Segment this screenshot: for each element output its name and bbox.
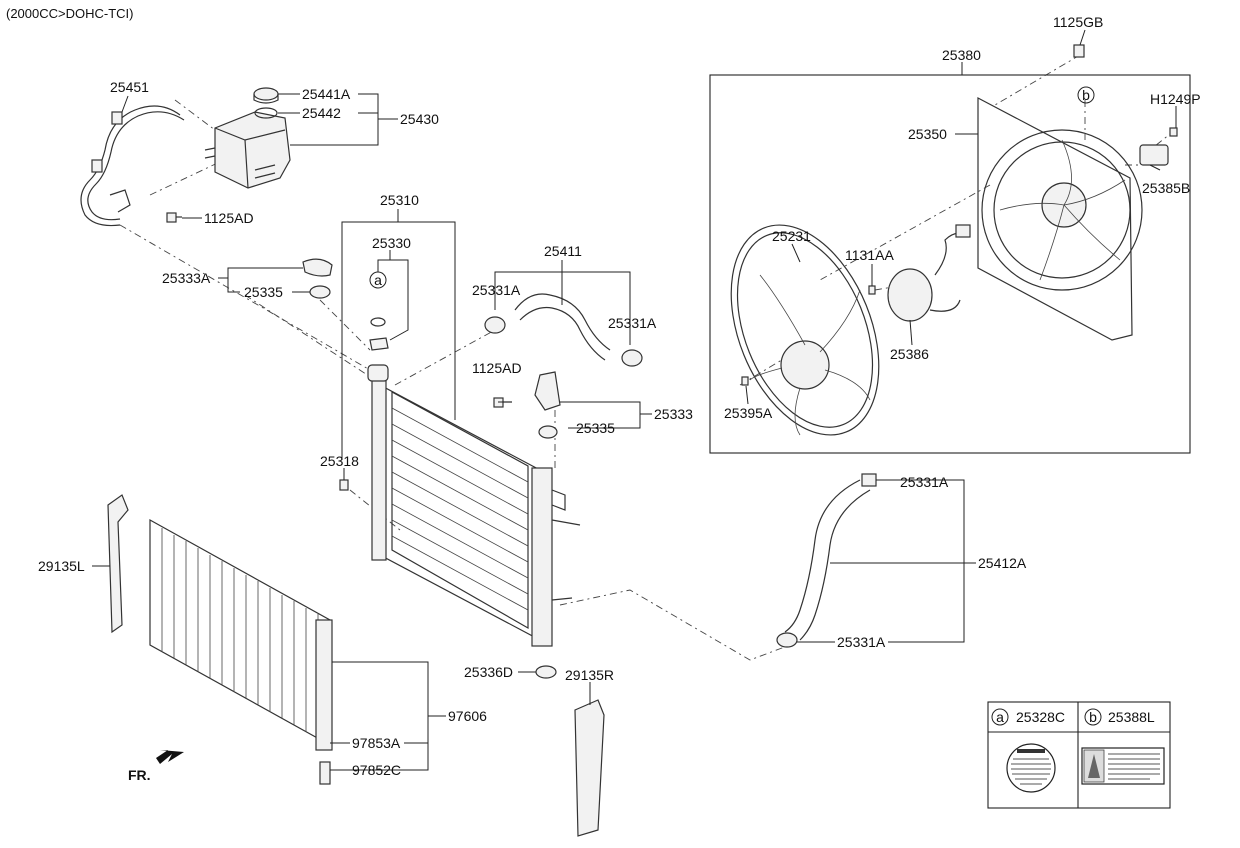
- part-label-1125AD-mid: 1125AD: [472, 360, 522, 376]
- part-label-1131AA: 1131AA: [845, 247, 894, 263]
- callout-a-marker: a: [369, 271, 387, 289]
- part-label-25333: 25333: [654, 406, 693, 422]
- part-label-97606: 97606: [448, 708, 487, 724]
- part-label-97852C: 97852C: [352, 762, 401, 778]
- lower-insulator: [535, 665, 557, 679]
- reservoir-tank: [204, 111, 291, 189]
- part-label-25335-left: 25335: [244, 284, 283, 300]
- part-label-25430: 25430: [400, 111, 439, 127]
- callout-b-marker: b: [1077, 86, 1095, 104]
- radiator-cap-small: [369, 337, 389, 351]
- cooling-fan: [730, 224, 880, 436]
- part-label-25442: 25442: [302, 105, 341, 121]
- svg-text:b: b: [1082, 87, 1090, 103]
- upper-hose: [484, 293, 643, 367]
- part-label-29135L: 29135L: [38, 558, 85, 574]
- legend-b-marker: b: [1089, 709, 1097, 725]
- part-label-25318: 25318: [320, 453, 359, 469]
- mount-bracket-right: [493, 371, 561, 439]
- legend-box: a 25328C b 25388L: [987, 701, 1171, 809]
- part-label-25395A: 25395A: [724, 405, 773, 421]
- part-label-25331A-3: 25331A: [900, 474, 949, 490]
- fan-assembly-box: [709, 74, 1191, 454]
- part-label-25231: 25231: [772, 228, 811, 244]
- fan-motor: [887, 224, 971, 322]
- legend-a-marker: a: [996, 709, 1004, 725]
- legend-b-part: 25388L: [1108, 709, 1155, 725]
- resistor-connector: [1139, 127, 1178, 166]
- leader-lines: [92, 29, 1177, 771]
- part-label-25380: 25380: [942, 47, 981, 63]
- part-label-25336D: 25336D: [464, 664, 513, 680]
- orientation-indicator: FR.: [128, 750, 184, 783]
- part-label-25331A-4: 25331A: [837, 634, 886, 650]
- air-guard-right: [574, 699, 605, 837]
- lower-hose: [776, 473, 877, 648]
- reservoir-cap: [253, 87, 279, 104]
- overflow-hose: [80, 105, 185, 227]
- engine-caption: (2000CC>DOHC-TCI): [6, 6, 134, 21]
- condenser: [149, 518, 333, 785]
- round-caution-label-icon: [1006, 743, 1056, 793]
- screw-25395A: [741, 376, 749, 386]
- radiator-cap-seal: [370, 317, 386, 327]
- part-label-25310: 25310: [380, 192, 419, 208]
- part-label-25331A-1: 25331A: [472, 282, 521, 298]
- fan-shroud: [977, 97, 1143, 341]
- fr-label: FR.: [128, 767, 151, 783]
- part-label-25385B: 25385B: [1142, 180, 1190, 196]
- screw-1131AA: [868, 285, 876, 295]
- drain-plug: [339, 479, 349, 491]
- legend-a-part: 25328C: [1016, 709, 1065, 725]
- arrow-left-down-icon: [156, 750, 184, 764]
- part-label-25411: 25411: [544, 243, 582, 259]
- radiator: [367, 364, 581, 647]
- bolt-top: [166, 212, 182, 223]
- part-label-97853A: 97853A: [352, 735, 401, 751]
- air-guard-left: [107, 494, 129, 634]
- part-label-25451: 25451: [110, 79, 149, 95]
- part-label-25386: 25386: [890, 346, 929, 362]
- part-label-25333A: 25333A: [162, 270, 211, 286]
- part-label-1125GB: 1125GB: [1053, 14, 1103, 30]
- part-label-25441A: 25441A: [302, 86, 351, 102]
- part-label-1125AD-top: 1125AD: [204, 210, 254, 226]
- part-label-25331A-2: 25331A: [608, 315, 657, 331]
- part-label-25412A: 25412A: [978, 555, 1027, 571]
- part-label-25330: 25330: [372, 235, 411, 251]
- bolt-1125GB: [1073, 44, 1085, 58]
- part-label-25335-right: 25335: [576, 420, 615, 436]
- cap-seal-ring: [254, 107, 278, 119]
- svg-text:a: a: [374, 272, 382, 288]
- part-label-H1249P: H1249P: [1150, 91, 1201, 107]
- mount-insulator-left: [302, 258, 333, 299]
- part-label-25350: 25350: [908, 126, 947, 142]
- part-label-29135R: 29135R: [565, 667, 614, 683]
- rect-caution-label-icon: [1081, 747, 1165, 785]
